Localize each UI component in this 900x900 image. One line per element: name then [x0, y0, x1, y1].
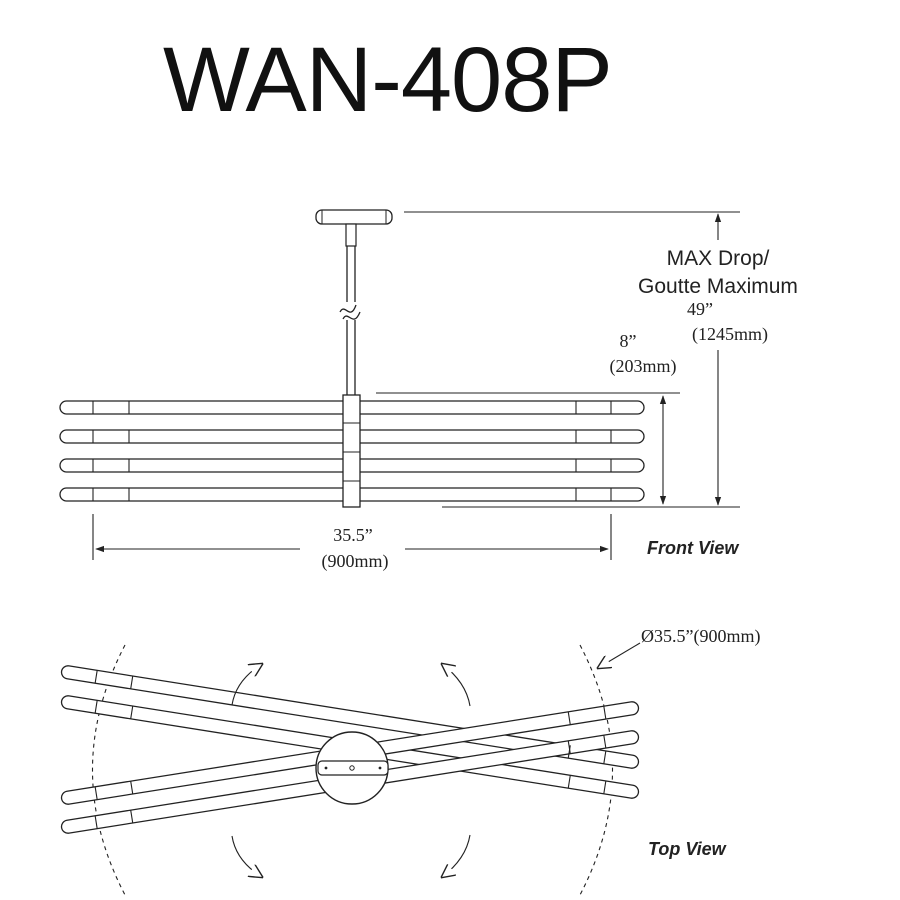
model-title: WAN-408P: [163, 29, 613, 131]
canopy: [315, 209, 393, 247]
canopy-disc-top: [315, 731, 389, 805]
width-dimension: [92, 514, 612, 560]
height-inches: 8”: [620, 331, 637, 351]
rotate-arrow-icon-top-right: [442, 664, 471, 707]
rotate-arrow-icon-bottom-left: [231, 835, 262, 877]
rotate-arrow-icons: [231, 664, 471, 877]
front-view: MAX Drop/ Goutte Maximum 49” (1245mm) 8”…: [59, 209, 798, 572]
max-drop-mm: (1245mm): [692, 324, 768, 345]
front-view-label: Front View: [647, 538, 739, 558]
width-inches: 35.5”: [333, 525, 373, 545]
rotate-arrow-icon-top-left: [231, 664, 262, 706]
rotate-arrow-icon-bottom-right: [442, 834, 471, 877]
diameter-label: Ø35.5”(900mm): [641, 626, 760, 647]
height-mm: (203mm): [610, 356, 677, 377]
top-view-label: Top View: [648, 839, 727, 859]
tube-segment-lines-top: [94, 670, 607, 829]
top-view: Ø35.5”(900mm) Top View: [60, 626, 760, 896]
max-drop-inches: 49”: [687, 299, 713, 319]
height-dimension: [376, 392, 680, 505]
diameter-arc-right: [579, 644, 613, 896]
width-mm: (900mm): [322, 551, 389, 572]
max-drop-dimension: [404, 211, 740, 508]
max-drop-label-line2: Goutte Maximum: [638, 275, 798, 298]
max-drop-label-line1: MAX Drop/: [667, 247, 770, 270]
central-hub-front: [342, 394, 361, 508]
tube-segment-lines: [92, 401, 612, 501]
downrod: [338, 246, 364, 395]
diameter-leader: [598, 642, 641, 668]
